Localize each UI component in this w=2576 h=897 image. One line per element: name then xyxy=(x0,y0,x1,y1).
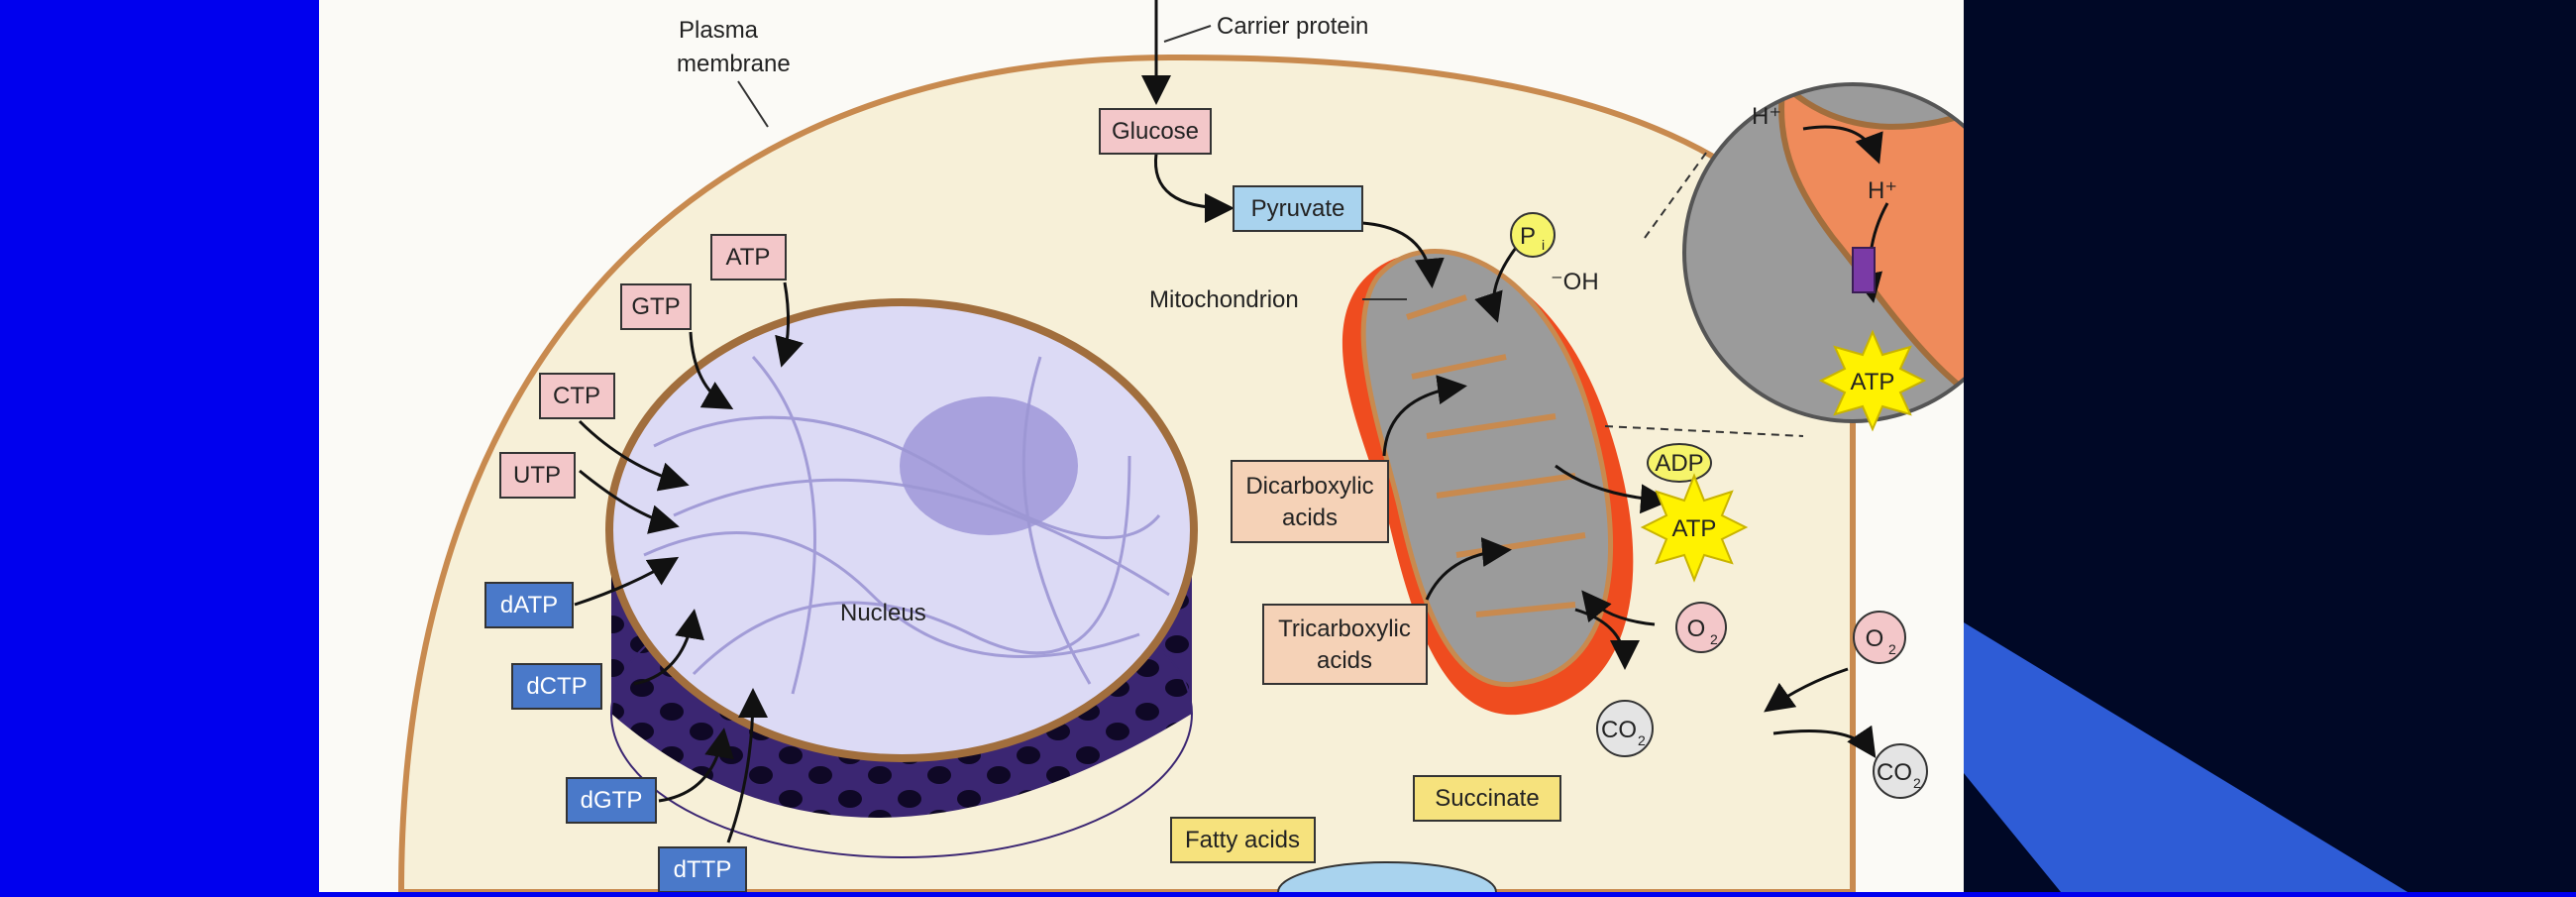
gtp-label: GTP xyxy=(631,293,680,320)
gtp-box xyxy=(620,283,692,330)
dgtp-box xyxy=(566,777,657,824)
datp-box xyxy=(484,582,574,628)
nucleus-label: Nucleus xyxy=(840,600,926,626)
vesicle-partial xyxy=(1277,861,1497,892)
dctp-label: dCTP xyxy=(526,673,587,700)
phosphate-label: P xyxy=(1520,223,1536,250)
phosphate-circle xyxy=(1510,212,1556,258)
dicarboxylic-acids-box xyxy=(1231,460,1389,543)
co2-inside-subscript: 2 xyxy=(1638,732,1646,748)
o2-circle-inside xyxy=(1675,602,1727,653)
hydroxide-label: ⁻OH xyxy=(1551,269,1599,295)
mitochondrion-label: Mitochondrion xyxy=(1149,286,1299,313)
tricarboxylic-label-line2: acids xyxy=(1317,647,1372,674)
fatty-acids-box xyxy=(1170,817,1316,863)
utp-box xyxy=(499,452,576,499)
o2-inside-subscript: 2 xyxy=(1710,631,1718,647)
pathway-arrows xyxy=(574,0,1889,843)
dicarboxylic-label-line1: Dicarboxylic xyxy=(1245,473,1373,500)
glucose-label: Glucose xyxy=(1112,118,1199,145)
pyruvate-box xyxy=(1233,185,1363,232)
atp-box xyxy=(710,234,787,280)
ctp-label: CTP xyxy=(553,383,600,409)
datp-label: dATP xyxy=(500,592,558,618)
co2-circle-outside xyxy=(1873,743,1928,799)
mitochondrion-organelle xyxy=(1342,249,1634,716)
membrane-zoom-inset xyxy=(1604,82,1964,437)
succinate-box xyxy=(1413,775,1561,822)
h-plus-label-1: H⁺ xyxy=(1752,103,1781,130)
atp-label: ATP xyxy=(726,244,771,271)
o2-outside-subscript: 2 xyxy=(1888,641,1896,657)
fatty-acids-label: Fatty acids xyxy=(1185,827,1300,853)
co2-circle-inside xyxy=(1596,700,1654,757)
adp-oval xyxy=(1647,443,1712,483)
co2-outside-subscript: 2 xyxy=(1913,775,1921,791)
utp-label: UTP xyxy=(513,462,561,489)
carrier-protein-label: Carrier protein xyxy=(1217,13,1368,40)
atp-zoom-label: ATP xyxy=(1851,369,1895,395)
nucleus xyxy=(605,298,1198,858)
glucose-box xyxy=(1099,108,1212,155)
pyruvate-label: Pyruvate xyxy=(1251,195,1345,222)
succinate-label: Succinate xyxy=(1435,785,1539,812)
atp-mito-label: ATP xyxy=(1672,515,1717,542)
dttp-label: dTTP xyxy=(674,856,732,883)
o2-circle-outside xyxy=(1853,611,1906,664)
h-plus-label-2: H⁺ xyxy=(1868,177,1897,204)
dicarboxylic-label-line2: acids xyxy=(1282,505,1338,531)
atp-synthase-shape xyxy=(1852,247,1876,293)
o2-outside-label: O xyxy=(1866,625,1884,652)
dgtp-label: dGTP xyxy=(581,787,643,814)
o2-inside-label: O xyxy=(1687,616,1706,642)
carrier-protein-leader-line xyxy=(1163,25,1212,43)
dctp-box xyxy=(511,663,602,710)
atp-star-zoom xyxy=(1818,329,1927,432)
phosphate-subscript: i xyxy=(1542,237,1545,253)
adp-label: ADP xyxy=(1655,450,1703,477)
tricarboxylic-acids-box xyxy=(1262,604,1428,685)
plasma-membrane-leader-line xyxy=(737,80,769,128)
plasma-membrane-label-line2: membrane xyxy=(677,51,791,77)
co2-inside-label: CO xyxy=(1601,717,1637,743)
plasma-membrane-label-line1: Plasma xyxy=(679,17,759,44)
ctp-box xyxy=(539,373,615,419)
atp-star-mitochondrion xyxy=(1640,473,1749,583)
tricarboxylic-label-line1: Tricarboxylic xyxy=(1278,616,1411,642)
co2-outside-label: CO xyxy=(1877,759,1912,786)
dttp-box xyxy=(658,846,747,892)
slide-accent-shape xyxy=(1964,622,2408,892)
